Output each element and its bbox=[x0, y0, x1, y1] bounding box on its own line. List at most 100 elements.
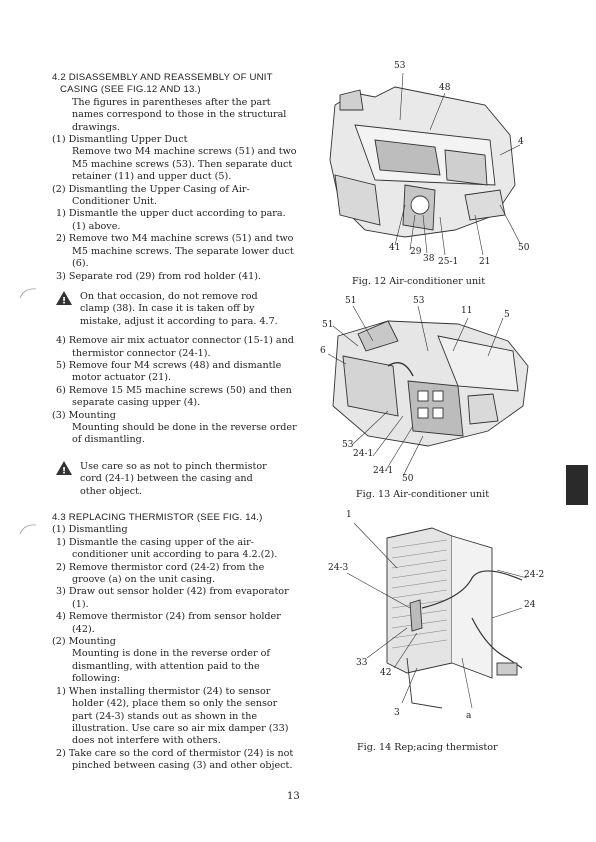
text-line: (6). bbox=[72, 258, 89, 270]
figure-13-caption: Fig. 13 Air-conditioner unit bbox=[356, 489, 490, 500]
text-line: drawings. bbox=[72, 121, 121, 133]
figure-14-caption: Fig. 14 Rep;acing thermistor bbox=[357, 742, 498, 753]
text-line: thermistor connector (24-1). bbox=[72, 347, 211, 359]
figure-12-caption: Fig. 12 Air-conditioner unit bbox=[352, 276, 486, 287]
margin-mark bbox=[19, 288, 37, 299]
fig14-label: 24-2 bbox=[524, 570, 545, 580]
fig12-label: 29 bbox=[410, 247, 422, 257]
fig14-label: 1 bbox=[346, 510, 352, 520]
figure-14-illustration bbox=[346, 522, 528, 709]
figure-13-illustration bbox=[327, 305, 529, 477]
text-line: illustration. Use care so air mix damper… bbox=[72, 722, 289, 734]
text-line: (1). bbox=[72, 598, 89, 610]
fig13-label: 5 bbox=[504, 310, 510, 320]
fig12-label: 38 bbox=[423, 254, 435, 264]
text-line: 4.2 DISASSEMBLY AND REASSEMBLY OF UNIT bbox=[52, 72, 273, 83]
text-line: part (24-3) stands out as shown in the bbox=[72, 710, 258, 722]
caution-line: On that occasion, do not remove rod bbox=[80, 290, 258, 302]
caution-line: cord (24-1) between the casing and bbox=[80, 473, 253, 485]
text-line: 5) Remove four M4 screws (48) and disman… bbox=[56, 359, 282, 371]
fig13-label: 11 bbox=[461, 306, 473, 316]
figure-12-illustration bbox=[329, 72, 521, 256]
fig13-label: 24-1 bbox=[373, 466, 394, 476]
text-line: retainer (11) and upper duct (5). bbox=[72, 171, 232, 183]
text-line: 4) Remove thermistor (24) from sensor ho… bbox=[56, 611, 281, 623]
text-line: motor actuator (21). bbox=[72, 372, 171, 384]
fig14-label: a bbox=[466, 711, 472, 721]
fig12-label: 53 bbox=[394, 61, 406, 71]
text-line: 1) Dismantle the upper duct according to… bbox=[56, 208, 286, 220]
text-line: (1) Dismantling bbox=[52, 524, 128, 536]
fig13-label: 51 bbox=[345, 296, 357, 306]
figure-13: 51 53 11 5 51 6 53 24-1 24-1 50 bbox=[318, 296, 548, 486]
text-line: Conditioner Unit. bbox=[72, 196, 157, 208]
text-line: dismantling, with attention paid to the bbox=[72, 660, 260, 672]
fig12-label: 48 bbox=[439, 83, 451, 93]
text-line: The figures in parentheses after the par… bbox=[72, 96, 271, 108]
text-line: 1) When installing thermistor (24) to se… bbox=[56, 685, 271, 697]
fig14-label: 33 bbox=[356, 658, 368, 668]
fig14-label: 42 bbox=[380, 668, 392, 678]
text-line: M5 machine screws (53). Then separate du… bbox=[72, 158, 293, 170]
text-line: 1) Dismantle the casing upper of the air… bbox=[56, 536, 254, 548]
text-line: of dismantling. bbox=[72, 434, 145, 446]
text-line: Mounting is done in the reverse order of bbox=[72, 648, 270, 660]
text-line: (2) Dismantling the Upper Casing of Air- bbox=[52, 183, 250, 195]
text-line: 3) Separate rod (29) from rod holder (41… bbox=[56, 270, 262, 282]
text-line: following: bbox=[72, 673, 121, 685]
svg-text:!: ! bbox=[62, 296, 66, 305]
text-line: (3) Mounting bbox=[52, 409, 116, 421]
text-line: holder (42), place them so only the sens… bbox=[72, 698, 278, 710]
fig13-label: 51 bbox=[322, 320, 334, 330]
text-line: 4.3 REPLACING THERMISTOR (SEE FIG. 14.) bbox=[52, 512, 263, 523]
text-line: (1) Dismantling Upper Duct bbox=[52, 134, 188, 146]
fig14-label: 3 bbox=[394, 708, 400, 718]
text-line: separate casing upper (4). bbox=[72, 397, 201, 409]
fig12-label: 21 bbox=[479, 257, 491, 267]
text-line: (42). bbox=[72, 623, 95, 635]
fig13-label: 24-1 bbox=[353, 449, 374, 459]
text-line: (2) Mounting bbox=[52, 636, 116, 648]
text-line: 4) Remove air mix actuator connector (15… bbox=[56, 335, 294, 347]
text-line: Mounting should be done in the reverse o… bbox=[72, 421, 297, 433]
fig12-label: 41 bbox=[389, 243, 401, 253]
caution-note-2: ! Use care so as not to pinch thermistor… bbox=[52, 460, 288, 498]
caution-line: mistake, adjust it according to para. 4.… bbox=[80, 315, 278, 327]
margin-mark bbox=[19, 524, 37, 535]
text-line: does not interfere with others. bbox=[72, 735, 221, 747]
fig14-label: 24-3 bbox=[328, 563, 349, 573]
text-line: 6) Remove 15 M5 machine screws (50) and … bbox=[56, 384, 292, 396]
text-line: groove (a) on the unit casing. bbox=[72, 574, 216, 586]
text-line: 2) Remove thermistor cord (24-2) from th… bbox=[56, 561, 265, 573]
text-line: names correspond to those in the structu… bbox=[72, 109, 287, 121]
fig13-label: 53 bbox=[342, 440, 354, 450]
text-line: conditioner unit according to para 4.2.(… bbox=[72, 549, 278, 561]
text-line: 2) Remove two M4 machine screws (51) and… bbox=[56, 233, 294, 245]
fig12-label: 50 bbox=[518, 243, 530, 253]
page-number: 13 bbox=[287, 791, 300, 802]
caution-line: clamp (38). In case it is taken off by bbox=[80, 303, 255, 315]
section-4-3-text: 4.3 REPLACING THERMISTOR (SEE FIG. 14.)(… bbox=[52, 512, 294, 773]
fig12-label: 4 bbox=[518, 137, 524, 147]
fig13-label: 53 bbox=[413, 296, 425, 306]
text-line: 2) Take care so the cord of thermistor (… bbox=[56, 747, 294, 759]
text-line: Remove two M4 machine screws (51) and tw… bbox=[72, 146, 297, 158]
text-line: CASING (SEE FIG.12 AND 13.) bbox=[60, 84, 201, 96]
text-line: M5 machine screws. The separate lower du… bbox=[72, 245, 294, 257]
warning-triangle-icon: ! bbox=[56, 290, 72, 305]
caution-line: other object. bbox=[80, 485, 142, 497]
fig13-label: 50 bbox=[402, 474, 414, 484]
section-4-2-text-cont: 4) Remove air mix actuator connector (15… bbox=[52, 335, 297, 447]
figure-12: 53 48 4 41 29 38 25-1 21 50 bbox=[315, 61, 550, 280]
text-line: pinched between casing (3) and other obj… bbox=[72, 760, 293, 772]
section-edge-tab bbox=[566, 465, 588, 505]
caution-line: Use care so as not to pinch thermistor bbox=[80, 460, 267, 472]
fig12-label: 25-1 bbox=[438, 257, 459, 267]
warning-triangle-icon: ! bbox=[56, 460, 72, 475]
text-line: (1) above. bbox=[72, 220, 121, 232]
